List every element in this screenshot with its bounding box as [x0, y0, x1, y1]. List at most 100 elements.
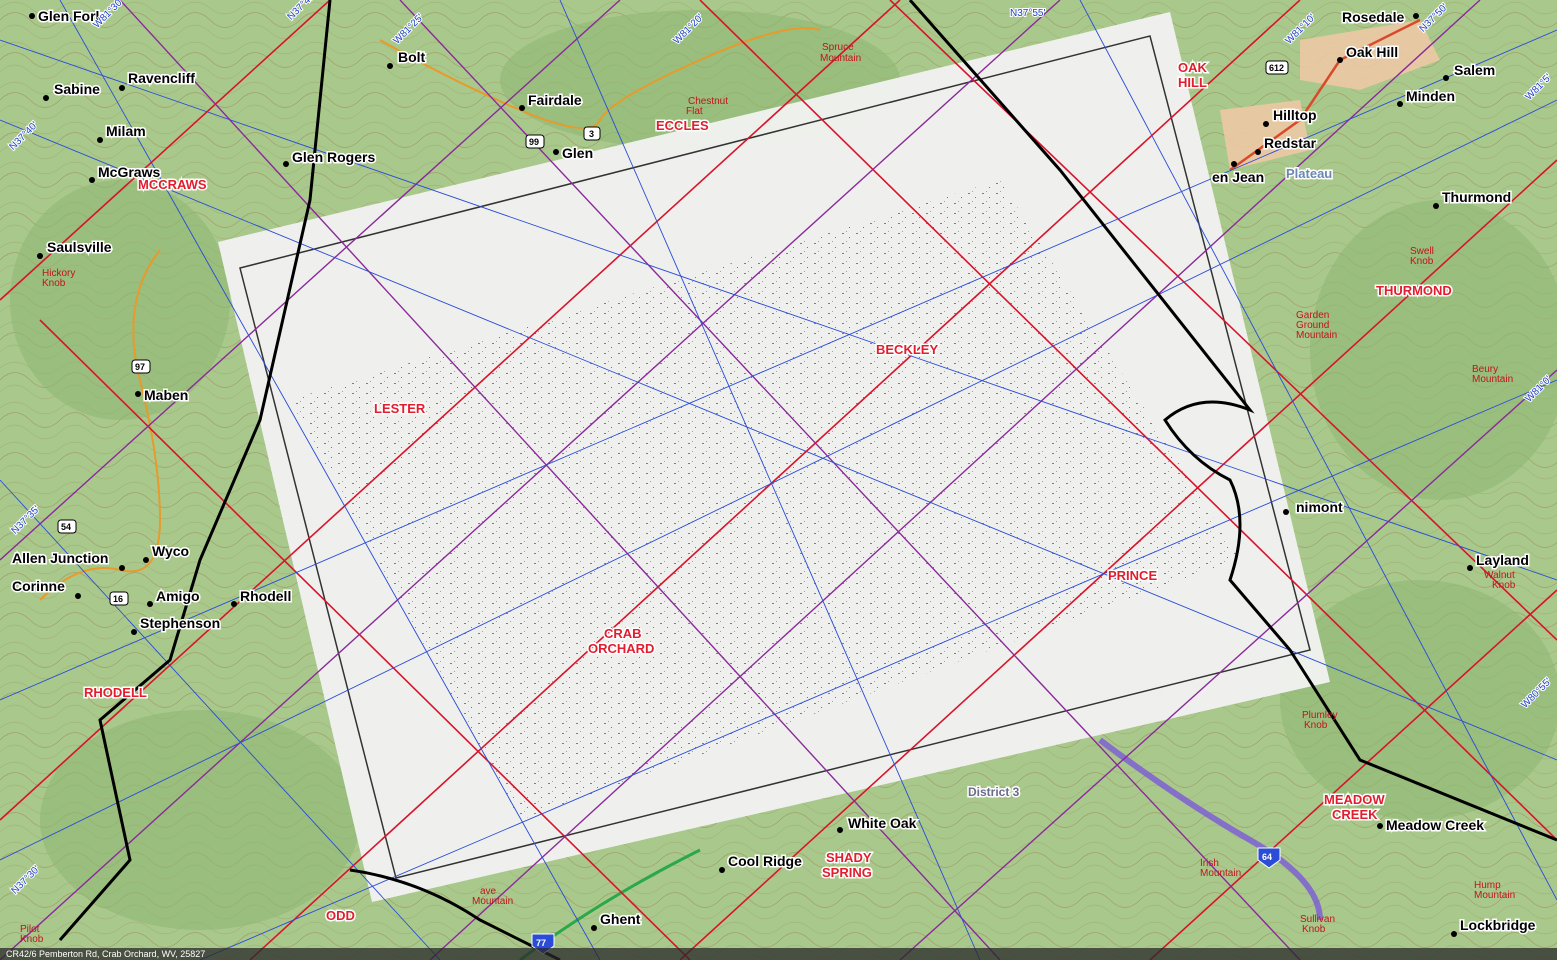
town-label: Fairdale — [528, 92, 582, 108]
county-boundaries — [58, 0, 1557, 960]
district-label: CREEK — [1332, 807, 1378, 822]
svg-text:16: 16 — [113, 594, 123, 604]
route-shield-icon: 54 — [57, 519, 77, 534]
town-label: Milam — [106, 123, 146, 139]
town-label: Meadow Creek — [1386, 817, 1484, 833]
town-label: Rhodell — [240, 588, 291, 604]
status-bar: CR42/6 Pemberton Rd, Crab Orchard, WV, 2… — [0, 948, 1557, 960]
route-shield-icon: 3 — [583, 126, 601, 141]
town-label: Thurmond — [1442, 189, 1511, 205]
peak-label: Spruce — [822, 42, 854, 53]
svg-text:3: 3 — [589, 129, 594, 139]
svg-text:99: 99 — [529, 137, 539, 147]
town-label: Bolt — [398, 49, 426, 65]
peak-label: Knob — [1302, 924, 1326, 935]
svg-text:54: 54 — [61, 522, 71, 532]
district-label: PRINCE — [1108, 568, 1157, 583]
district-label: MEADOW — [1324, 792, 1385, 807]
town-label: Ghent — [600, 911, 641, 927]
svg-text:97: 97 — [135, 362, 145, 372]
town-label: Layland — [1476, 552, 1529, 568]
town-label: Lockbridge — [1460, 917, 1536, 933]
peak-label: Knob — [20, 934, 44, 945]
town-label: Redstar — [1264, 135, 1317, 151]
grid-label: N37°55' — [1010, 8, 1045, 19]
route-shield-icon: 16 — [109, 591, 129, 606]
district-label: CRAB — [604, 626, 642, 641]
town-label: Salem — [1454, 62, 1495, 78]
svg-text:612: 612 — [1269, 63, 1284, 73]
route-shield-icon: 97 — [131, 359, 151, 374]
district-label: HILL — [1178, 75, 1207, 90]
peak-label: Hump — [1474, 880, 1501, 891]
peak-label: Flat — [686, 106, 703, 117]
district-label: OAK — [1178, 60, 1208, 75]
peak-label: Mountain — [1474, 890, 1515, 901]
town-markers — [29, 13, 1473, 937]
region-label: Plateau — [1286, 166, 1332, 181]
peak-label: Chestnut — [688, 96, 728, 107]
peak-label: Pilot — [20, 924, 40, 935]
peak-label: Mountain — [820, 53, 861, 64]
peak-label: Garden — [1296, 310, 1329, 321]
peak-label: Plumley — [1302, 710, 1338, 721]
town-label: Ravencliff — [128, 70, 195, 86]
peak-label: Beury — [1472, 364, 1498, 375]
peak-label: Mountain — [472, 896, 513, 907]
historic-map-border — [239, 35, 1311, 879]
town-label: en Jean — [1212, 169, 1264, 185]
roads — [39, 18, 1421, 960]
region-label: District 3 — [968, 785, 1020, 799]
town-label: Rosedale — [1342, 9, 1404, 25]
town-label: Corinne — [12, 578, 65, 594]
route-shield-icon: 99 — [525, 134, 545, 149]
district-label: THURMOND — [1376, 283, 1452, 298]
town-label: Sabine — [54, 81, 100, 97]
peak-label: Knob — [1410, 256, 1434, 267]
district-label: MCCRAWS — [138, 177, 207, 192]
town-label: Wyco — [152, 543, 189, 559]
town-label: Minden — [1406, 88, 1455, 104]
town-label: nimont — [1296, 499, 1343, 515]
town-label: White Oak — [848, 815, 917, 831]
town-label: Glen — [562, 145, 593, 161]
svg-text:77: 77 — [536, 938, 546, 948]
peak-label: Swell — [1410, 246, 1434, 257]
peak-label: Hickory — [42, 268, 75, 279]
district-label: SHADY — [826, 850, 872, 865]
peak-labels: Spruce Mountain Chestnut Flat Hickory Kn… — [20, 42, 1516, 945]
town-label: Oak Hill — [1346, 44, 1398, 60]
town-label: Hilltop — [1273, 107, 1317, 123]
peak-label: Sullivan — [1300, 914, 1335, 925]
route-shield-icon: 612 — [1265, 60, 1289, 75]
district-label: ODD — [326, 908, 355, 923]
town-label: Allen Junction — [12, 550, 108, 566]
town-label: McGraws — [98, 164, 160, 180]
town-label: Saulsville — [47, 239, 112, 255]
town-label: Cool Ridge — [728, 853, 802, 869]
district-label: RHODELL — [84, 685, 147, 700]
peak-label: Mountain — [1472, 374, 1513, 385]
district-label: LESTER — [374, 401, 426, 416]
peak-label: Mountain — [1200, 868, 1241, 879]
town-label: Maben — [144, 387, 188, 403]
district-label: SPRING — [822, 865, 872, 880]
peak-label: ave — [480, 886, 497, 897]
peak-label: Knob — [42, 278, 66, 289]
town-label: Glen Rogers — [292, 149, 375, 165]
peak-label: Walnut — [1484, 570, 1515, 581]
peak-label: Irish — [1200, 858, 1219, 869]
peak-label: Ground — [1296, 320, 1329, 331]
town-label: Glen Fork — [38, 8, 104, 24]
district-label: ECCLES — [656, 118, 709, 133]
peak-label: Knob — [1304, 720, 1328, 731]
peak-label: Knob — [1492, 580, 1516, 591]
route-shield-icon: 64 — [1257, 847, 1281, 869]
town-labels: Glen Fork Bolt Ravencliff Sabine Fairdal… — [11, 7, 1538, 935]
peak-label: Mountain — [1296, 330, 1337, 341]
district-label: ORCHARD — [588, 641, 654, 656]
urban-areas — [1220, 20, 1440, 170]
